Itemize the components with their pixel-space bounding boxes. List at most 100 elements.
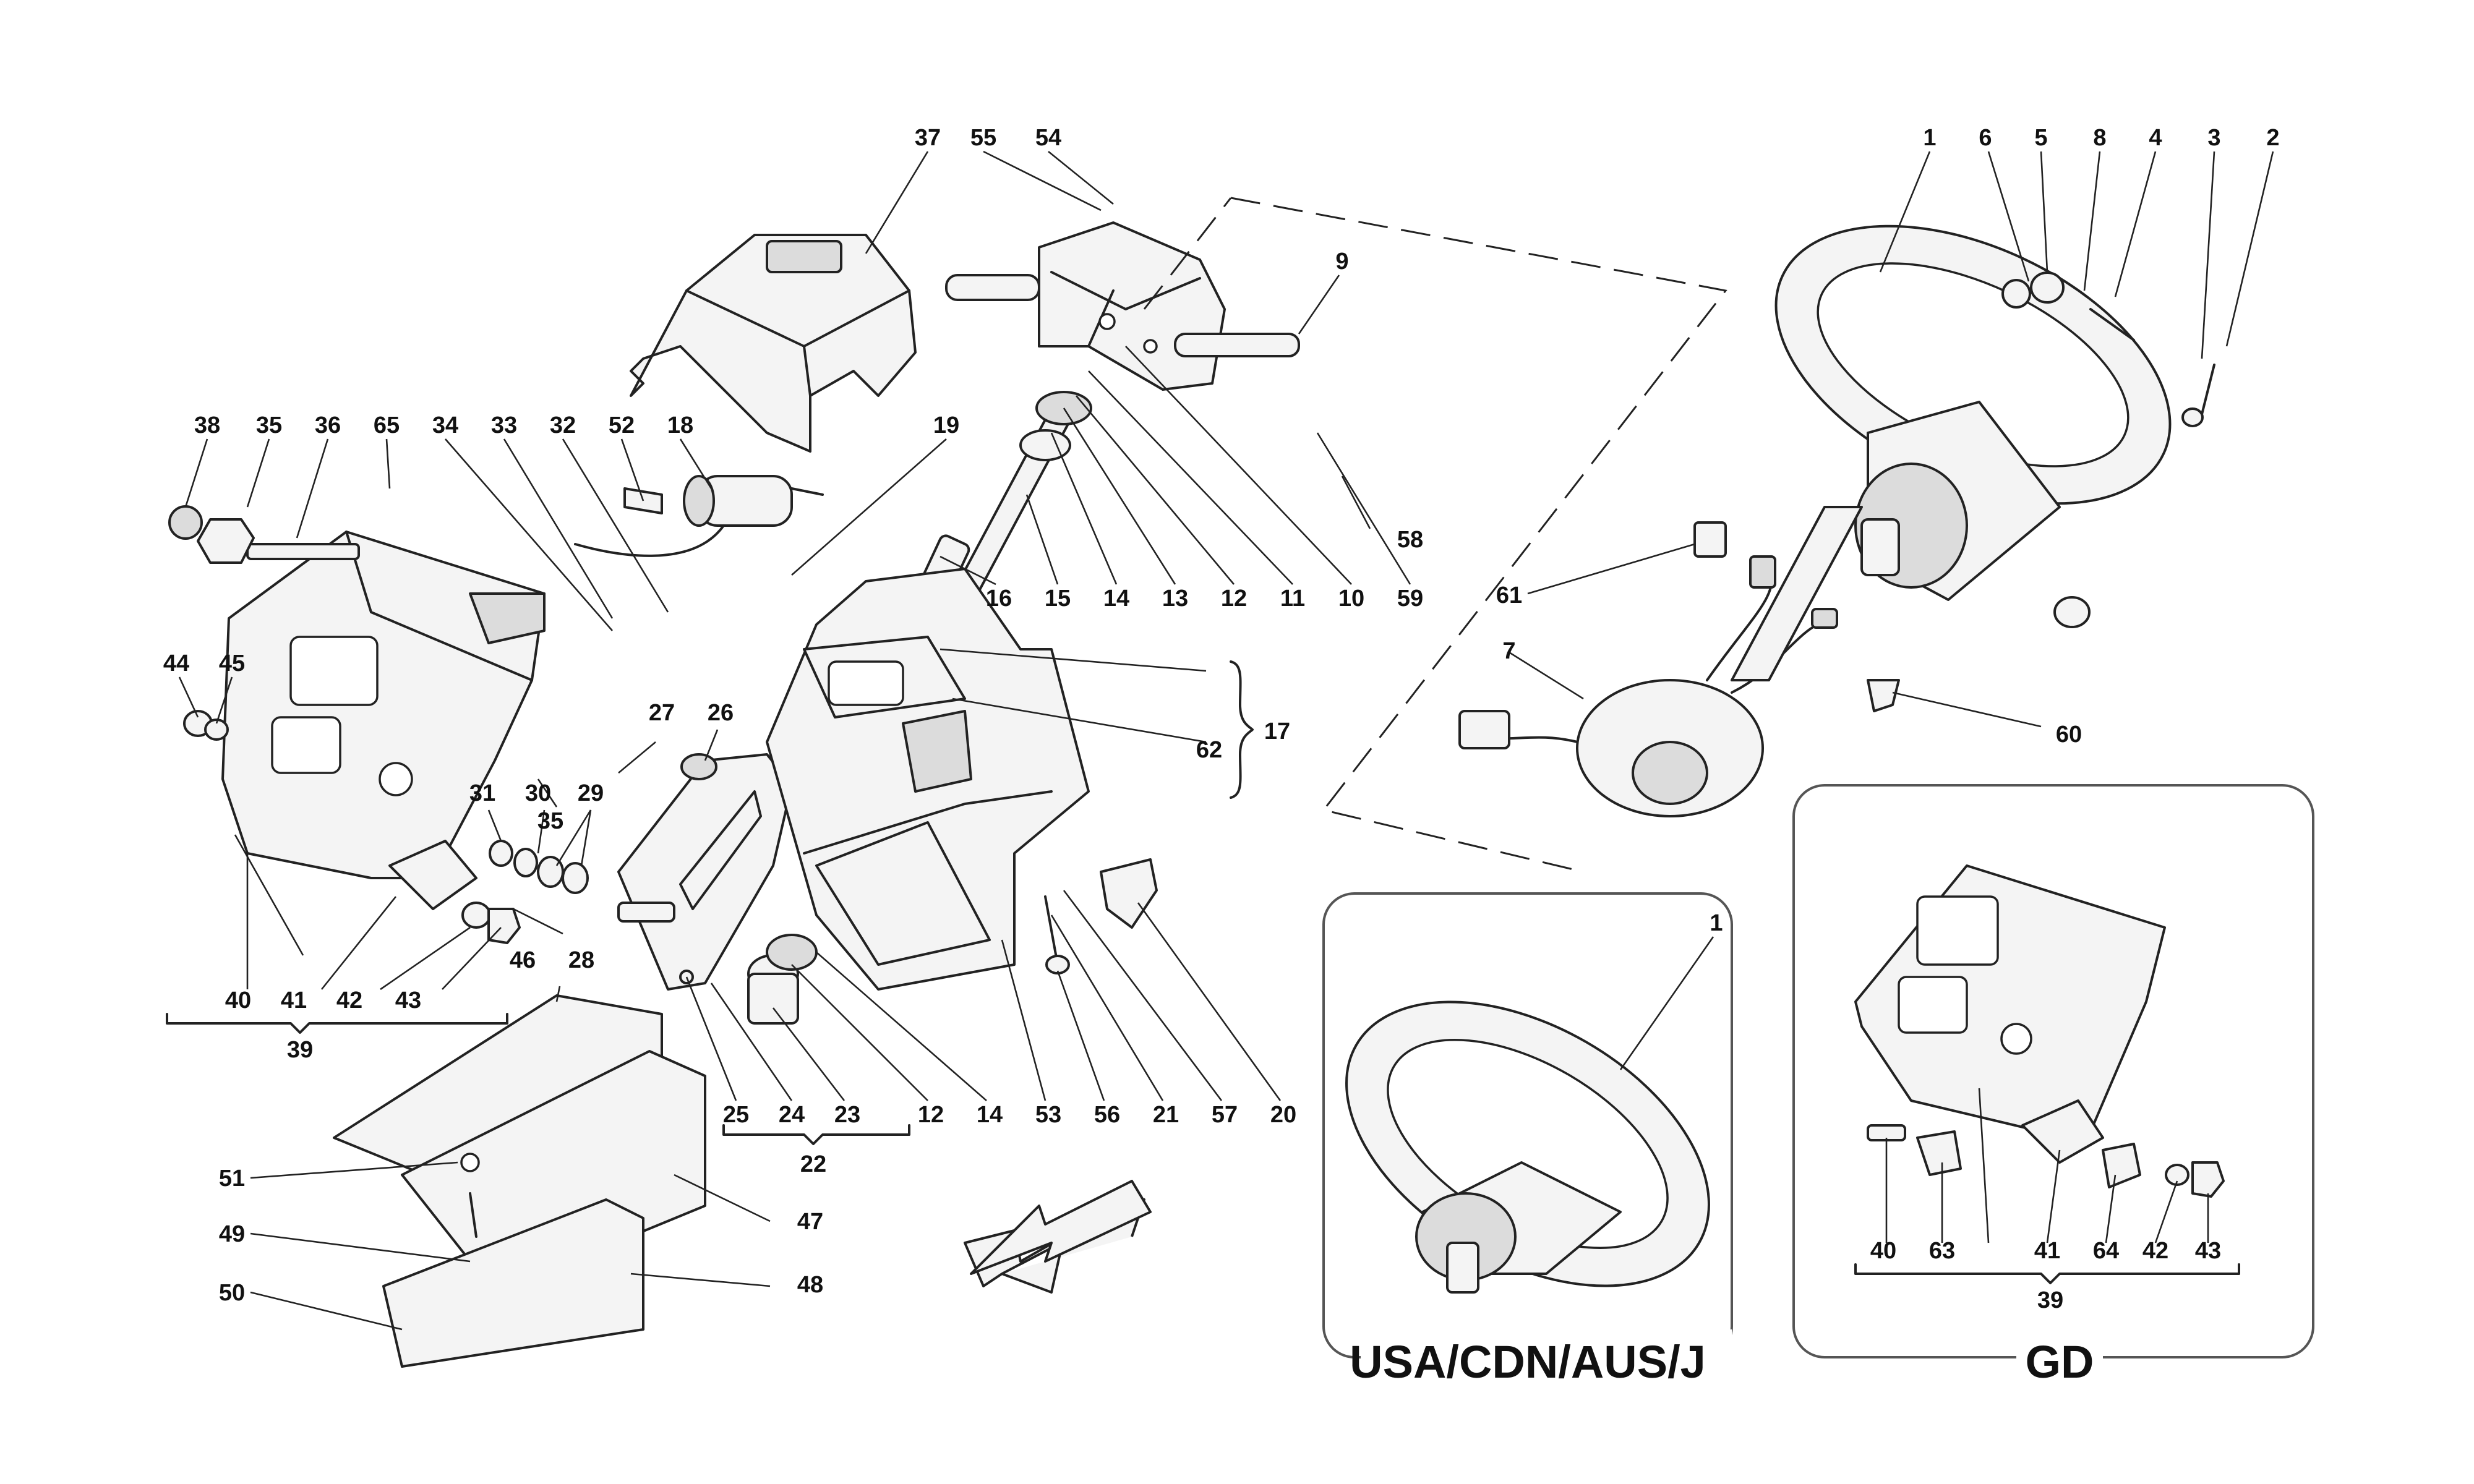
callout-60: 60 <box>2056 722 2082 748</box>
callout-39b: 39 <box>2037 1287 2063 1313</box>
callout-10: 10 <box>1338 586 1364 612</box>
clock-spring-unit <box>1458 506 1863 817</box>
callout-21: 21 <box>1153 1102 1179 1128</box>
callout-19: 19 <box>933 412 959 438</box>
callout-64: 64 <box>2093 1238 2119 1264</box>
callout-54: 54 <box>1035 125 1061 151</box>
callout-12b: 12 <box>918 1102 944 1128</box>
callout-42b: 42 <box>2142 1238 2168 1264</box>
callout-40: 40 <box>225 987 251 1013</box>
callout-22: 22 <box>800 1151 826 1177</box>
small-parts <box>1693 521 1900 712</box>
callout-43b: 43 <box>2195 1238 2221 1264</box>
callout-51: 51 <box>219 1166 245 1192</box>
combination-switch-assembly <box>945 221 1300 391</box>
column-support-bracket <box>221 531 546 879</box>
callout-5: 5 <box>2034 125 2047 151</box>
seal-bushing <box>679 934 818 1025</box>
callout-41: 41 <box>281 987 307 1013</box>
callout-52: 52 <box>609 412 635 438</box>
callout-13: 13 <box>1162 586 1188 612</box>
callout-labels: 37 55 54 9 38 35 36 65 34 33 32 52 18 19… <box>163 125 2280 1313</box>
callout-24: 24 <box>779 1102 805 1128</box>
callout-26: 26 <box>708 700 734 726</box>
callout-8: 8 <box>2093 125 2106 151</box>
callout-33: 33 <box>491 412 517 438</box>
lower-column-housing <box>766 568 1090 991</box>
gd-region-panel <box>1792 784 2314 1358</box>
callout-31: 31 <box>469 780 495 806</box>
callout-62: 62 <box>1196 737 1222 763</box>
callout-9: 9 <box>1335 249 1348 275</box>
callout-3: 3 <box>2207 125 2220 151</box>
callout-32: 32 <box>550 412 576 438</box>
lower-dash-cover <box>333 994 706 1368</box>
callout-6: 6 <box>1979 125 1992 151</box>
callout-41b: 41 <box>2034 1238 2060 1264</box>
callout-57: 57 <box>1212 1102 1238 1128</box>
callout-1b: 1 <box>1710 910 1723 936</box>
usa-region-panel <box>1322 892 1733 1358</box>
callout-14: 14 <box>1103 586 1129 612</box>
ignition-lock-assembly <box>574 475 824 557</box>
callout-11: 11 <box>1280 586 1305 612</box>
callout-29: 29 <box>578 780 604 806</box>
callout-37: 37 <box>915 125 941 151</box>
bracket-bolt-hardware <box>168 505 360 564</box>
callout-36: 36 <box>315 412 341 438</box>
steering-column-upper-cover <box>630 234 917 453</box>
callout-18: 18 <box>667 412 693 438</box>
callout-1: 1 <box>1923 125 1936 151</box>
callout-25: 25 <box>723 1102 749 1128</box>
callout-7: 7 <box>1502 638 1515 664</box>
callout-56: 56 <box>1094 1102 1120 1128</box>
callout-50: 50 <box>219 1280 245 1306</box>
callout-45: 45 <box>219 650 245 676</box>
callout-23: 23 <box>834 1102 860 1128</box>
callout-48: 48 <box>797 1272 823 1298</box>
callout-15: 15 <box>1045 586 1071 612</box>
steering-shaft <box>922 391 1092 607</box>
callout-2: 2 <box>2266 125 2279 151</box>
region-label-gd: GD <box>2026 1336 2094 1388</box>
callout-28: 28 <box>568 947 594 973</box>
callout-58: 58 <box>1397 527 1423 553</box>
callout-38: 38 <box>194 412 220 438</box>
front-direction-arrow <box>964 1180 1152 1294</box>
wheel-hardware <box>2001 271 2215 427</box>
callout-59: 59 <box>1397 586 1423 612</box>
callout-17: 17 <box>1264 719 1290 744</box>
callout-40b: 40 <box>1870 1238 1896 1264</box>
callout-16: 16 <box>986 586 1012 612</box>
callout-39: 39 <box>287 1037 313 1063</box>
callout-34: 34 <box>432 412 458 438</box>
callout-27: 27 <box>649 700 675 726</box>
callout-44: 44 <box>163 650 189 676</box>
callout-30: 30 <box>525 780 551 806</box>
assembly-dashed-frame <box>1143 197 1727 873</box>
callout-47: 47 <box>797 1209 823 1235</box>
callout-14b: 14 <box>977 1102 1003 1128</box>
callout-46: 46 <box>510 947 536 973</box>
callout-43: 43 <box>395 987 421 1013</box>
callout-20: 20 <box>1270 1102 1296 1128</box>
leader-lines <box>166 150 2274 1331</box>
callout-53: 53 <box>1035 1102 1061 1128</box>
callout-4: 4 <box>2149 125 2162 151</box>
callout-65: 65 <box>374 412 400 438</box>
small-bracket-hardware <box>1044 858 1158 974</box>
clamp-hardware <box>183 710 521 944</box>
callout-63: 63 <box>1929 1238 1955 1264</box>
callout-12: 12 <box>1221 586 1247 612</box>
callout-35b: 35 <box>537 808 563 834</box>
steering-wheel <box>1774 224 2172 628</box>
callout-55: 55 <box>970 125 996 151</box>
callout-61: 61 <box>1496 582 1522 608</box>
callout-35: 35 <box>256 412 282 438</box>
adjusting-lever <box>617 753 793 991</box>
callout-42: 42 <box>336 987 362 1013</box>
region-label-usa: USA/CDN/AUS/J <box>1350 1336 1706 1388</box>
region-captions: USA/CDN/AUS/J GD <box>1350 1329 2103 1388</box>
callout-49: 49 <box>219 1221 245 1247</box>
